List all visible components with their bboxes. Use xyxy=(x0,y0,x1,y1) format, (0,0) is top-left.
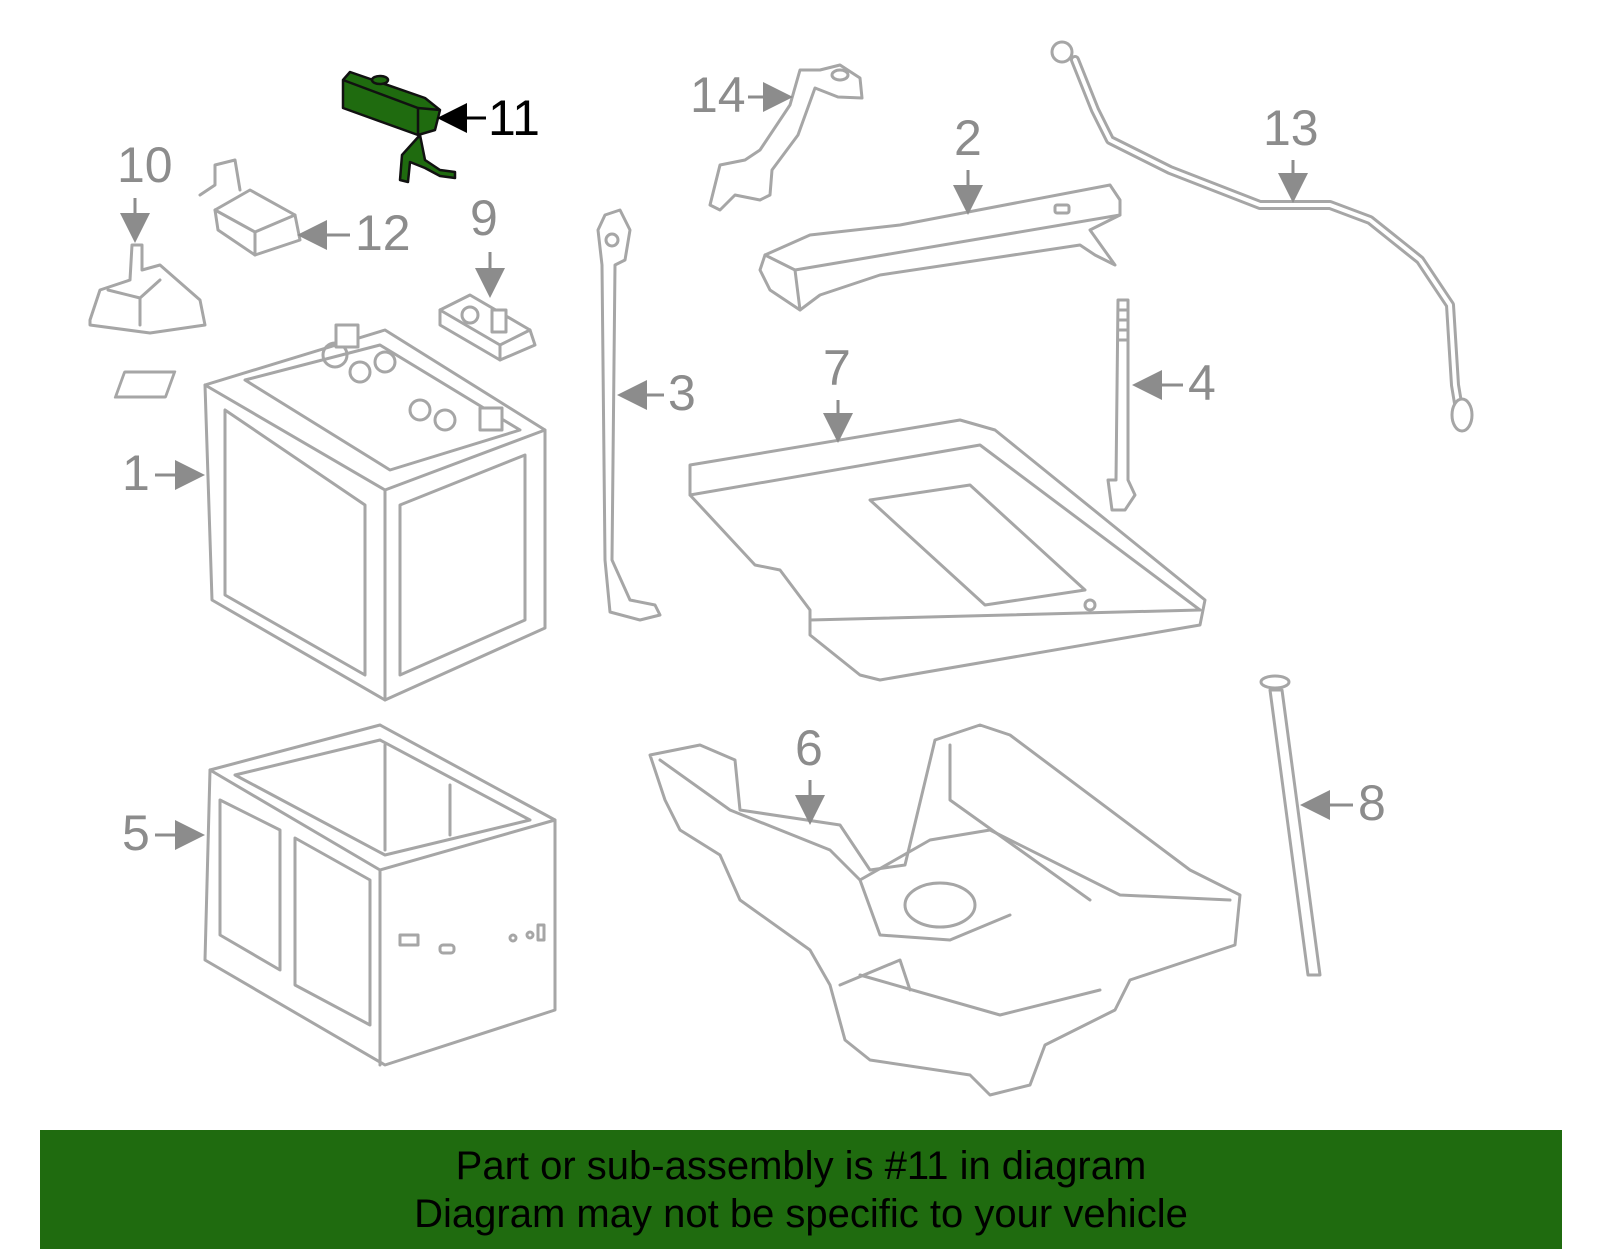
banner-line-2: Diagram may not be specific to your vehi… xyxy=(414,1191,1188,1236)
callout-6: 6 xyxy=(795,720,825,825)
svg-text:4: 4 xyxy=(1188,355,1216,411)
callout-4: 4 xyxy=(1132,355,1216,411)
svg-text:3: 3 xyxy=(668,365,696,421)
terminal-cover-part-12[interactable] xyxy=(198,158,302,257)
battery-box-part-5[interactable] xyxy=(203,723,557,1067)
battery-part-1[interactable] xyxy=(113,323,547,702)
info-banner: Part or sub-assembly is #11 in diagram D… xyxy=(40,1130,1562,1249)
callout-11: 11 xyxy=(437,90,540,146)
svg-text:14: 14 xyxy=(690,67,746,123)
svg-text:2: 2 xyxy=(954,110,982,166)
callout-13: 13 xyxy=(1263,100,1319,203)
svg-text:8: 8 xyxy=(1358,775,1386,831)
callout-9: 9 xyxy=(470,190,505,298)
rod-part-8[interactable] xyxy=(1259,674,1322,977)
svg-text:13: 13 xyxy=(1263,100,1319,156)
callout-1: 1 xyxy=(122,445,205,501)
bracket-part-10[interactable] xyxy=(88,243,207,335)
svg-text:1: 1 xyxy=(122,445,150,501)
j-bolt-part-4[interactable] xyxy=(1106,298,1137,512)
svg-text:6: 6 xyxy=(795,720,823,776)
battery-carrier-part-6[interactable] xyxy=(648,723,1242,1097)
insulator-mat-part-7[interactable] xyxy=(688,418,1207,682)
ground-cable-part-13[interactable] xyxy=(1050,40,1474,433)
callout-12: 12 xyxy=(297,205,411,261)
callout-8: 8 xyxy=(1300,775,1386,831)
hold-down-rod-part-3[interactable] xyxy=(596,208,662,622)
callout-14: 14 xyxy=(690,67,793,123)
hold-down-bracket-part-2[interactable] xyxy=(758,183,1122,312)
terminal-clamp-part-9[interactable] xyxy=(438,293,537,362)
svg-text:9: 9 xyxy=(470,190,498,246)
svg-text:5: 5 xyxy=(122,805,150,861)
callout-2: 2 xyxy=(953,110,983,215)
svg-text:11: 11 xyxy=(488,90,540,146)
highlighted-part-11[interactable] xyxy=(341,70,457,184)
parts-diagram: 1 5 10 12 9 11 3 14 2 13 4 7 xyxy=(88,40,1474,1097)
svg-text:7: 7 xyxy=(823,340,851,396)
callout-7: 7 xyxy=(823,340,853,443)
callout-5: 5 xyxy=(122,805,205,861)
svg-text:12: 12 xyxy=(355,205,411,261)
svg-text:10: 10 xyxy=(117,137,173,193)
banner-line-1: Part or sub-assembly is #11 in diagram xyxy=(455,1143,1147,1188)
callout-10: 10 xyxy=(117,137,173,243)
callout-3: 3 xyxy=(617,365,696,421)
